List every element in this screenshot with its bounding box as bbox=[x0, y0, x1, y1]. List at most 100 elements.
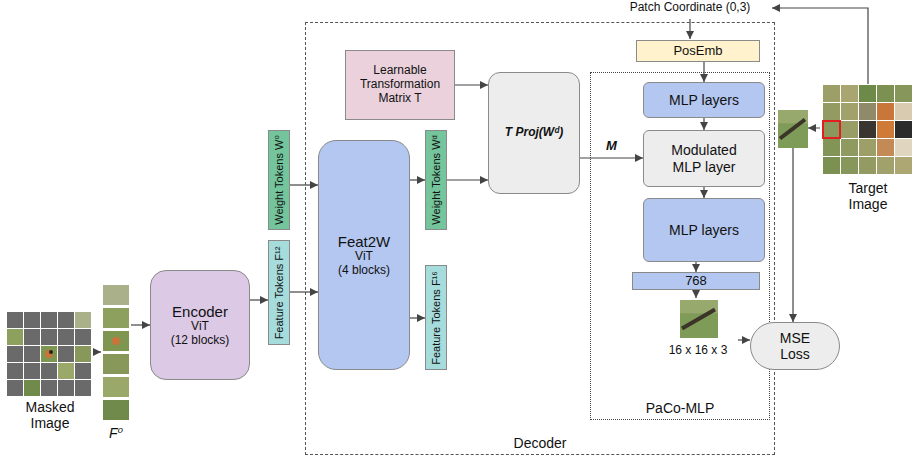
image-patch bbox=[823, 121, 840, 138]
image-patch bbox=[823, 139, 840, 156]
arrow-head bbox=[808, 124, 816, 132]
selected-patch bbox=[823, 121, 840, 138]
annotation-label: Patch Coordinate (0,3) bbox=[630, 1, 751, 15]
image-patch bbox=[859, 157, 876, 174]
node-text: Modulated MLP layer bbox=[662, 142, 746, 174]
image-patch bbox=[24, 329, 40, 345]
image-patch bbox=[859, 103, 876, 120]
image-node: 16 x 16 x 3 bbox=[658, 298, 738, 364]
token-box: Feature Tokens F¹⁶ bbox=[425, 265, 447, 370]
group-frame: Decoder Feat2WViT(4 blocks) Weight Tokens … bbox=[305, 22, 775, 455]
image-patch bbox=[877, 139, 894, 156]
connector-arrow bbox=[94, 351, 101, 352]
node-text: Weight Tokens Wᵈ bbox=[430, 135, 443, 224]
image-patch bbox=[103, 377, 129, 397]
process-box: Modulated MLP layer bbox=[643, 130, 765, 187]
connector-arrow bbox=[703, 187, 704, 198]
image-patch bbox=[75, 329, 91, 345]
predicted-patch bbox=[680, 300, 718, 338]
node-text: Learnable Transformation Matrix T bbox=[350, 64, 450, 105]
image-patch bbox=[41, 380, 57, 396]
image-patch bbox=[895, 85, 912, 102]
connector-arrow bbox=[695, 290, 696, 298]
node-text: Feature Tokens F¹² bbox=[273, 246, 286, 339]
node-text: Target Image bbox=[838, 180, 898, 212]
bird-detail bbox=[49, 350, 53, 354]
connector-arrow bbox=[131, 324, 150, 325]
image-patch bbox=[103, 308, 129, 328]
process-box: T Proj(Wᵈ) bbox=[488, 72, 580, 194]
node-text: Weight Tokens W⁰ bbox=[273, 135, 286, 225]
process-box: PosEmb bbox=[636, 40, 760, 62]
image-patch bbox=[841, 157, 858, 174]
image-patch bbox=[58, 312, 74, 328]
image-patch bbox=[75, 380, 91, 396]
image-patch bbox=[841, 121, 858, 138]
connector-arrow bbox=[703, 118, 704, 130]
image-node: Target Image bbox=[820, 84, 916, 222]
connector-arrow bbox=[695, 262, 696, 272]
connector-arrow bbox=[447, 179, 488, 180]
image-patch bbox=[41, 363, 57, 379]
image-patch bbox=[103, 354, 129, 374]
image-patch bbox=[7, 380, 23, 396]
image-patch bbox=[7, 312, 23, 328]
image-patch bbox=[823, 103, 840, 120]
connector-arrow bbox=[290, 184, 318, 185]
process-box: MSE Loss bbox=[750, 322, 840, 370]
image-patch bbox=[859, 139, 876, 156]
image-patch bbox=[877, 103, 894, 120]
coordinate-leader bbox=[772, 8, 868, 84]
process-box: Feat2WViT(4 blocks) bbox=[318, 140, 410, 370]
image-patch bbox=[75, 363, 91, 379]
image-patch bbox=[75, 346, 91, 362]
connector-arrow bbox=[793, 128, 820, 322]
token-box: Feature Tokens F¹² bbox=[268, 240, 290, 345]
patch-stroke bbox=[682, 310, 715, 329]
image-patch bbox=[895, 139, 912, 156]
image-patch bbox=[103, 285, 129, 305]
connector-arrow bbox=[738, 339, 750, 340]
connector-arrow bbox=[290, 291, 318, 292]
image-patch bbox=[24, 312, 40, 328]
image-patch bbox=[859, 121, 876, 138]
image-patch bbox=[841, 103, 858, 120]
image-patch bbox=[823, 157, 840, 174]
image-patch bbox=[7, 346, 23, 362]
node-text: Encoder bbox=[172, 303, 228, 320]
process-box: MLP layers bbox=[643, 198, 765, 262]
node-text: MLP layers bbox=[669, 92, 739, 108]
node-text: T Proj(Wᵈ) bbox=[505, 126, 563, 140]
node-text: Feature Tokens F¹⁶ bbox=[430, 271, 443, 365]
image-patch bbox=[823, 85, 840, 102]
patch-fill bbox=[778, 110, 808, 148]
node-text: PaCo-MLP bbox=[591, 400, 769, 416]
image-patch bbox=[895, 157, 912, 174]
image-patch bbox=[7, 363, 23, 379]
image-patch bbox=[859, 85, 876, 102]
group-frame: PaCo-MLPMLP layersModulated MLP layerMLP… bbox=[590, 72, 770, 420]
image-patch bbox=[103, 400, 129, 420]
node-text: PosEmb bbox=[673, 44, 722, 59]
image-patch bbox=[24, 346, 40, 362]
node-text: MSE Loss bbox=[770, 330, 820, 362]
image-patch bbox=[877, 157, 894, 174]
image-patch bbox=[24, 380, 40, 396]
process-box: 768 bbox=[632, 272, 760, 290]
connector-arrow bbox=[455, 84, 488, 85]
patch-stroke bbox=[780, 120, 805, 139]
image-patch bbox=[103, 331, 129, 351]
node-text: Decoder bbox=[306, 435, 774, 451]
node-text: 768 bbox=[685, 274, 707, 289]
image-patch bbox=[58, 363, 74, 379]
token-box: Weight Tokens Wᵈ bbox=[425, 130, 447, 230]
target-patch bbox=[778, 110, 808, 148]
connector-arrow bbox=[410, 179, 425, 180]
node-text: (12 blocks) bbox=[171, 334, 230, 348]
image-patch bbox=[841, 139, 858, 156]
image-patch bbox=[58, 380, 74, 396]
image-patch bbox=[877, 85, 894, 102]
node-text: MLP layers bbox=[669, 222, 739, 238]
